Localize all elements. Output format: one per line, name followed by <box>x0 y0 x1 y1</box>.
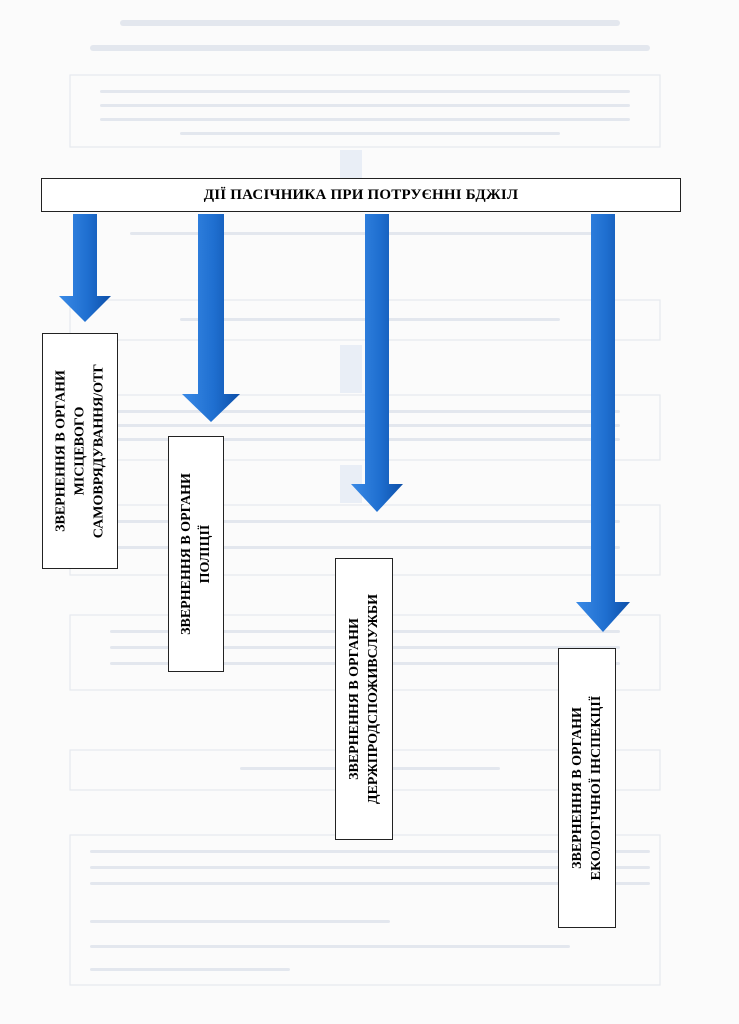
box-derzhprodspozhyvsluzhba-text: ЗВЕРНЕННЯ В ОРГАНИ ДЕРЖПРОДСПОЖИВСЛУЖБИ <box>345 594 383 804</box>
arrow-to-derzhprodspozhyvsluzhba <box>351 214 403 512</box>
box-line: САМОВРЯДУВАННЯ/ОТГ <box>91 363 107 539</box>
box-line: ЗВЕРНЕННЯ В ОРГАНИ <box>570 707 585 869</box>
box-police: ЗВЕРНЕННЯ В ОРГАНИ ПОЛІЦІЇ <box>168 436 224 672</box>
box-local-government-text: ЗВЕРНЕННЯ В ОРГАНИ МІСЦЕВОГО САМОВРЯДУВА… <box>52 364 109 539</box>
box-ecological-inspection: ЗВЕРНЕННЯ В ОРГАНИ ЕКОЛОГІЧНОЇ ІНСПЕКЦІЇ <box>558 648 616 928</box>
box-line: ДЕРЖПРОДСПОЖИВСЛУЖБИ <box>366 593 381 805</box>
box-line: ЗВЕРНЕННЯ В ОРГАНИ <box>179 473 194 635</box>
box-line: МІСЦЕВОГО <box>72 406 88 496</box>
box-police-text: ЗВЕРНЕННЯ В ОРГАНИ ПОЛІЦІЇ <box>177 473 215 635</box>
arrow-to-local-government <box>59 214 111 322</box>
box-line: ЗВЕРНЕННЯ В ОРГАНИ <box>53 370 69 532</box>
box-ecological-inspection-text: ЗВЕРНЕННЯ В ОРГАНИ ЕКОЛОГІЧНОЇ ІНСПЕКЦІЇ <box>568 696 606 881</box>
box-local-government: ЗВЕРНЕННЯ В ОРГАНИ МІСЦЕВОГО САМОВРЯДУВА… <box>42 333 118 569</box>
box-derzhprodspozhyvsluzhba: ЗВЕРНЕННЯ В ОРГАНИ ДЕРЖПРОДСПОЖИВСЛУЖБИ <box>335 558 393 840</box>
box-line: ПОЛІЦІЇ <box>198 524 213 584</box>
arrow-to-police <box>182 214 240 422</box>
arrow-to-ecological-inspection <box>576 214 630 632</box>
box-line: ЕКОЛОГІЧНОЇ ІНСПЕКЦІЇ <box>589 695 604 881</box>
box-line: ЗВЕРНЕННЯ В ОРГАНИ <box>347 618 362 780</box>
diagram-title: ДІЇ ПАСІЧНИКА ПРИ ПОТРУЄННІ БДЖІЛ <box>41 178 681 212</box>
